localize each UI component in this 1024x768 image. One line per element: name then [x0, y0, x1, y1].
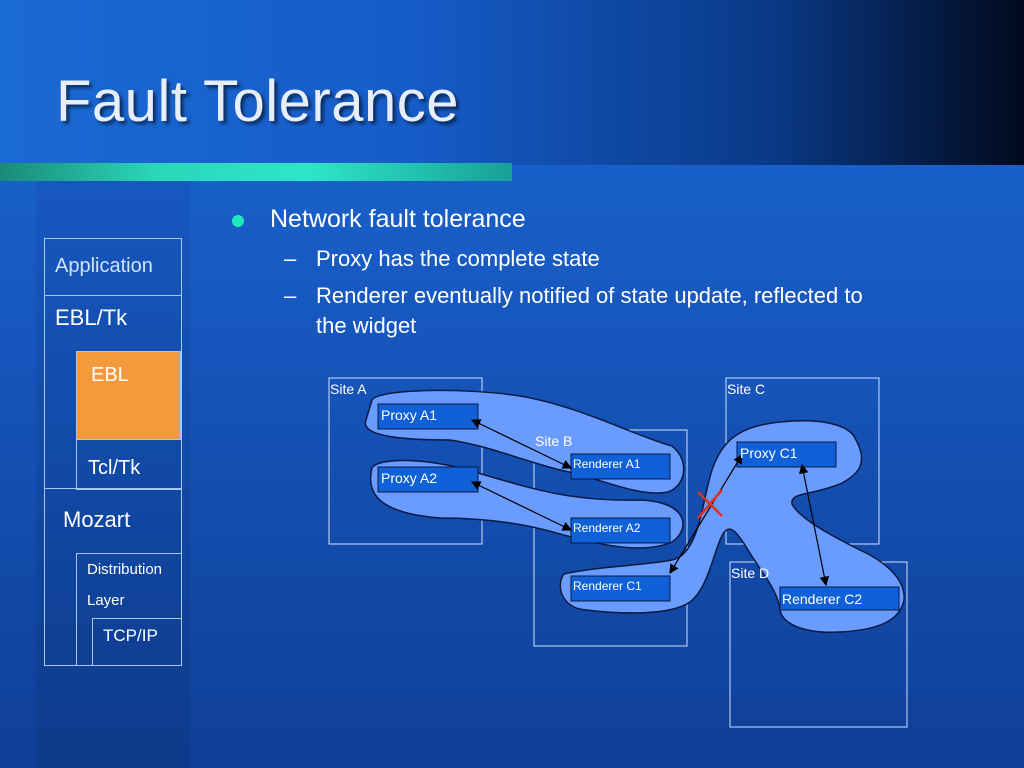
bullet-dot-icon: [232, 215, 244, 227]
layer-label: Layer: [87, 592, 125, 609]
site-c-label: Site C: [727, 381, 765, 397]
proxy-a2-label: Proxy A2: [381, 470, 437, 486]
distribution-label: Distribution: [87, 561, 163, 578]
proxy-a1-label: Proxy A1: [381, 407, 437, 423]
bullet-main: Network fault tolerance: [270, 205, 526, 233]
slide-title: Fault Tolerance: [56, 69, 459, 134]
failure-x-icon: [697, 489, 723, 519]
renderer-a2-label: Renderer A2: [573, 521, 641, 535]
ebl-box: [76, 351, 181, 440]
sub-bullet-2-line-2: the widget: [316, 313, 417, 338]
site-d-label: Site D: [731, 565, 769, 581]
proxy-c1-node: [736, 441, 837, 468]
sub-bullet-2-line-1: Renderer eventually notified of state up…: [316, 283, 863, 308]
proxy-a2-node: [377, 466, 479, 493]
tcp-ip-label: TCP/IP: [103, 626, 158, 645]
renderer-c2-node: [779, 586, 900, 611]
accent-bar: [0, 163, 512, 181]
renderer-a1-node: [570, 453, 671, 480]
ebl-tk-label: EBL/Tk: [55, 305, 128, 330]
application-label: Application: [55, 255, 153, 277]
arrow-a1: [470, 419, 573, 469]
arrow-c1: [669, 453, 743, 575]
arrow-c2: [798, 463, 830, 587]
ebl-tk-layer-box: [44, 295, 182, 489]
site-a-label: Site A: [330, 381, 367, 397]
proxy-c1-label: Proxy C1: [740, 445, 798, 461]
tcp-ip-box: [92, 618, 182, 666]
tcl-tk-label: Tcl/Tk: [88, 457, 141, 479]
renderer-a1-label: Renderer A1: [573, 457, 641, 471]
mozart-label: Mozart: [63, 507, 131, 532]
sub-dash-2: –: [284, 283, 297, 308]
renderer-c1-label: Renderer C1: [573, 579, 642, 593]
sub-dash-1: –: [284, 246, 297, 271]
renderer-c2-label: Renderer C2: [782, 591, 862, 607]
renderer-c1-node: [570, 575, 671, 602]
left-panel-background: [36, 180, 190, 768]
ebl-label: EBL: [91, 364, 129, 386]
tcl-tk-box: [76, 439, 182, 490]
site-b-label: Site B: [535, 433, 572, 449]
arrow-a2: [470, 481, 573, 531]
proxy-a1-node: [377, 403, 479, 430]
title-band: [0, 0, 1024, 165]
sub-bullet-1: Proxy has the complete state: [316, 246, 600, 271]
